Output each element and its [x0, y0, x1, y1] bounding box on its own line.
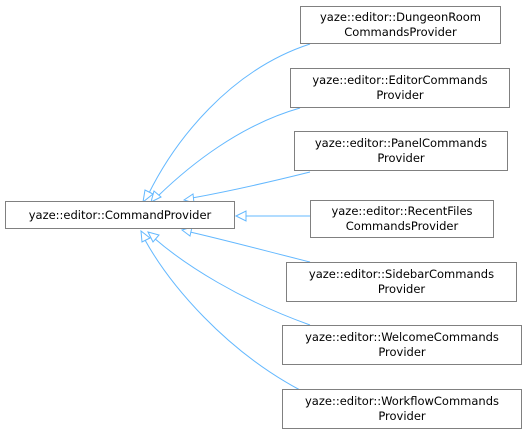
edge-workflowcommands — [144, 239, 301, 391]
node-label-line1: yaze::editor::DungeonRoom — [320, 10, 481, 24]
base-class-node: yaze::editor::CommandProvider — [5, 201, 235, 229]
edge-welcomecommands — [153, 237, 311, 326]
node-label-line2: Provider — [378, 345, 426, 359]
arrowhead-recentfiles — [234, 210, 247, 222]
arrowhead-dungeonroom — [142, 189, 154, 204]
node-label-line1: yaze::editor::WelcomeCommands — [305, 330, 499, 344]
base-class-label: yaze::editor::CommandProvider — [28, 207, 212, 222]
node-label-line2: Provider — [378, 409, 426, 423]
derived-class-node-sidebarcommands[interactable]: yaze::editor::SidebarCommands Provider — [286, 262, 517, 302]
derived-class-node-editorcommands[interactable]: yaze::editor::EditorCommands Provider — [290, 68, 510, 108]
node-label-line1: yaze::editor::RecentFiles — [331, 204, 473, 218]
edge-panelcommands — [191, 171, 311, 199]
node-label-line2: CommandsProvider — [344, 25, 457, 39]
arrowhead-workflowcommands — [140, 229, 151, 243]
node-label-line2: CommandsProvider — [345, 219, 459, 233]
derived-class-node-workflowcommands[interactable]: yaze::editor::WorkflowCommands Provider — [282, 389, 522, 429]
derived-class-node-welcomecommands[interactable]: yaze::editor::WelcomeCommands Provider — [282, 325, 522, 365]
edge-dungeonroom — [147, 43, 311, 196]
node-label-line1: yaze::editor::EditorCommands — [312, 73, 488, 87]
derived-class-node-dungeonroom[interactable]: yaze::editor::DungeonRoom CommandsProvid… — [300, 6, 501, 44]
node-label-line1: yaze::editor::WorkflowCommands — [304, 394, 499, 408]
arrowhead-editorcommands — [150, 190, 162, 203]
node-label-line2: Provider — [376, 88, 424, 102]
edge-editorcommands — [157, 107, 301, 197]
node-label-line2: Provider — [377, 282, 426, 296]
node-label-line1: yaze::editor::PanelCommands — [314, 136, 488, 150]
edge-sidebarcommands — [189, 231, 311, 263]
derived-class-node-recentfiles[interactable]: yaze::editor::RecentFiles CommandsProvid… — [310, 200, 494, 238]
node-label-line1: yaze::editor::SidebarCommands — [308, 267, 495, 281]
node-label-line2: Provider — [377, 151, 425, 165]
derived-class-node-panelcommands[interactable]: yaze::editor::PanelCommands Provider — [294, 131, 508, 171]
arrowhead-welcomecommands — [147, 231, 160, 243]
